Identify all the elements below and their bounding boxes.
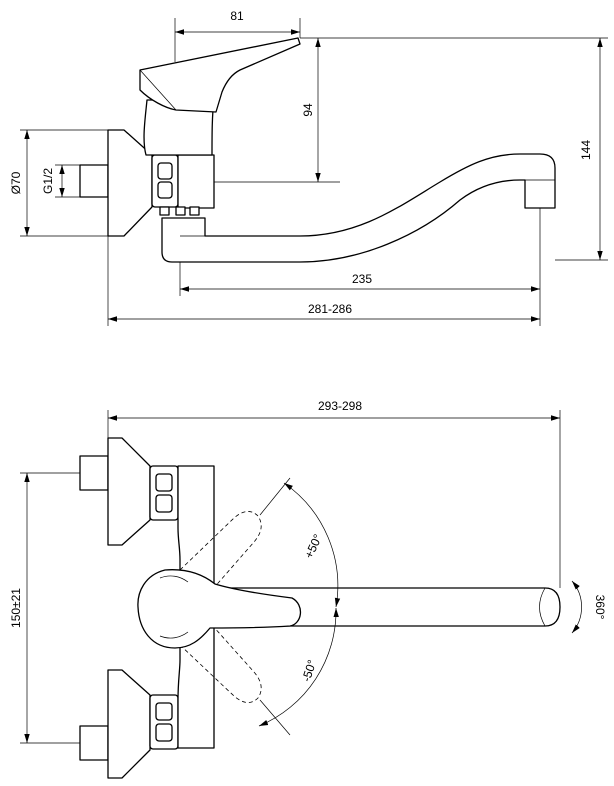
angle-minus: -50° (299, 658, 319, 684)
angle-plus: +50° (302, 532, 325, 561)
upper-pipe (79, 455, 109, 491)
lever-position-minus50 (179, 624, 262, 703)
dim-spout-reach: 235 (352, 272, 372, 286)
mixer-body (177, 154, 215, 209)
dim-center-distance: 150±21 (9, 588, 23, 628)
top-view: +50° -50° 360° 293-298 150±21 (9, 399, 607, 779)
dim-thread: G1/2 (41, 168, 55, 194)
dim-total-width: 293-298 (318, 399, 362, 413)
side-view: 81 94 144 Ø70 G1/2 235 281-286 (9, 9, 608, 326)
dim-projection: 281-286 (308, 302, 352, 316)
pipe-connection (79, 164, 109, 198)
lower-pipe (79, 725, 109, 761)
dim-total-height: 144 (579, 140, 593, 160)
mixer-lever (139, 37, 301, 113)
swivel-spout (161, 153, 556, 263)
spout-rotation-label: 360° (593, 595, 607, 620)
lever-position-plus50 (179, 511, 262, 591)
dim-lever-reach: 81 (230, 9, 244, 23)
lever-top (137, 569, 302, 649)
upper-rosette (107, 437, 151, 546)
lower-rosette (107, 669, 151, 779)
dim-lever-height: 94 (301, 103, 315, 117)
dim-rosette-diameter: Ø70 (9, 171, 23, 194)
